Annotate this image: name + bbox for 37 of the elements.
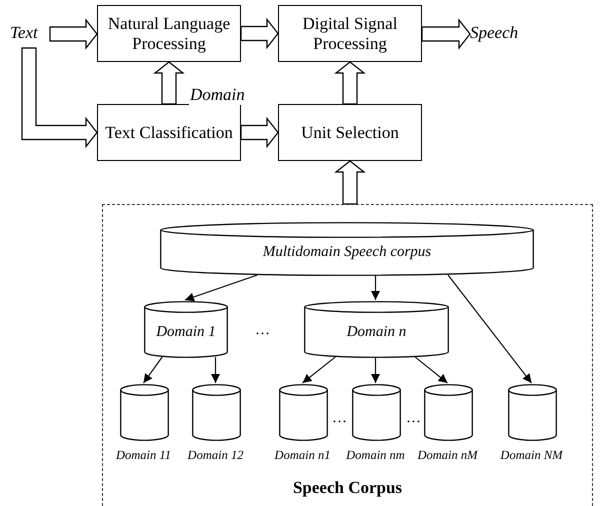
block-arrow	[240, 116, 279, 148]
cylinder-caption: Domain nm	[345, 448, 406, 463]
cylinder-caption: Domain n1	[273, 448, 332, 463]
block-arrow	[21, 47, 98, 148]
group-title: Speech Corpus	[292, 478, 404, 498]
arrow	[211, 357, 220, 383]
ellipsis: …	[332, 411, 347, 426]
arrow	[371, 357, 380, 383]
cylinder-caption: Domain 12	[186, 448, 244, 463]
block-arrow	[240, 18, 279, 50]
text-label: Speech	[470, 24, 518, 43]
block-arrow	[49, 18, 98, 50]
text-label: Text	[10, 24, 38, 43]
cylinder-caption: Domain 11	[114, 448, 172, 463]
dashed-group-frame	[102, 204, 593, 506]
cylinder-caption: Domain nM	[416, 448, 479, 463]
edge-label: Domain	[189, 86, 246, 105]
block-arrow	[153, 61, 185, 105]
process-box: Text Classification	[97, 104, 241, 161]
arrow	[371, 275, 380, 300]
process-box: Natural Language Processing	[97, 5, 241, 62]
ellipsis: …	[255, 323, 270, 338]
block-arrow	[334, 61, 366, 105]
arrow	[414, 356, 448, 384]
block-arrow	[421, 18, 471, 50]
arrow	[302, 356, 336, 384]
process-box: Unit Selection	[278, 104, 422, 161]
arrow	[143, 356, 163, 384]
cylinder-label: Multidomain Speech corpus	[262, 244, 432, 261]
arrow	[184, 274, 258, 302]
block-arrow	[334, 160, 366, 205]
ellipsis: …	[406, 411, 421, 426]
cylinder-label: Domain 1	[155, 324, 217, 340]
arrow	[448, 274, 532, 384]
cylinder-caption: Domain NM	[499, 448, 564, 463]
process-box: Digital Signal Processing	[278, 5, 422, 62]
cylinder-label: Domain n	[346, 324, 408, 340]
